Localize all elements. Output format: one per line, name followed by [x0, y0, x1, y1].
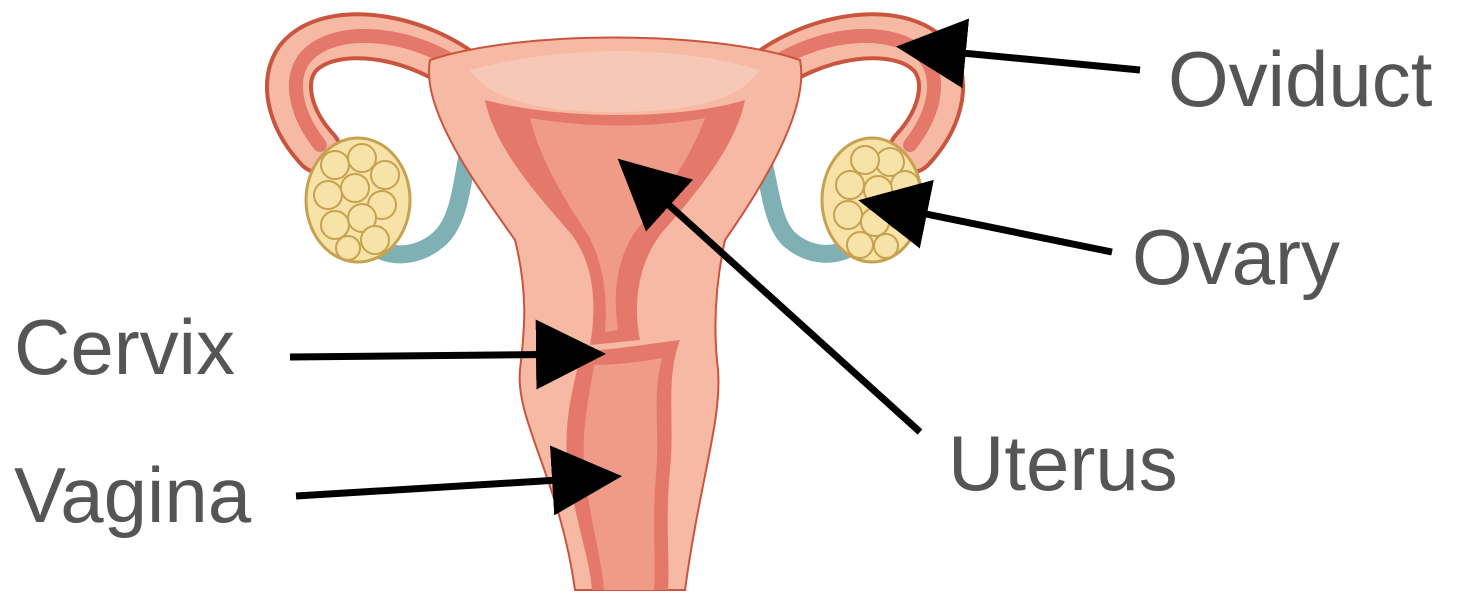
label-vagina: Vagina — [14, 456, 251, 534]
left-ovary — [306, 138, 410, 262]
label-cervix: Cervix — [14, 308, 235, 386]
label-ovary: Ovary — [1132, 218, 1340, 296]
arrow-cervix — [290, 354, 592, 357]
right-ovary — [822, 138, 922, 262]
label-uterus: Uterus — [948, 424, 1178, 502]
label-oviduct: Oviduct — [1168, 40, 1432, 118]
